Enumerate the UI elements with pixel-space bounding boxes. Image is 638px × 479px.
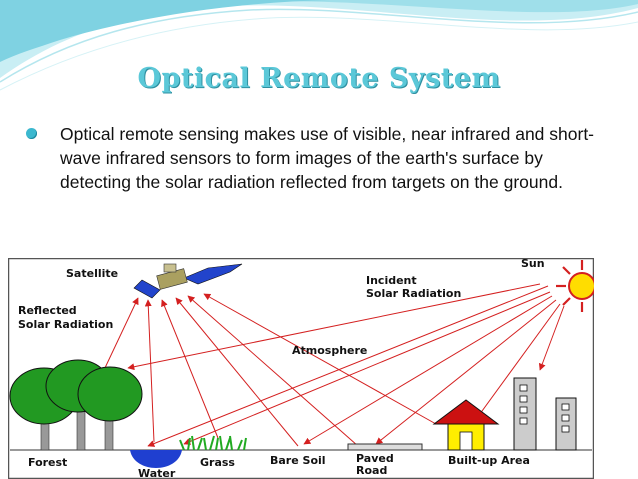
label-sun: Sun [521, 258, 545, 270]
bullet-marker-icon [26, 128, 37, 139]
reflected-rays [103, 293, 437, 447]
bullet-text: Optical remote sensing makes use of visi… [60, 124, 595, 192]
label-satellite: Satellite [66, 267, 118, 280]
sun-icon [556, 260, 594, 312]
remote-sensing-diagram: Satellite Sun Incident Solar Radiation R… [8, 258, 594, 479]
header-wave-decoration [0, 0, 638, 91]
label-forest: Forest [28, 456, 67, 469]
label-incident-solar-radiation: Solar Radiation [366, 287, 461, 300]
label-built-up-area: Built-up Area [448, 454, 530, 467]
label-paved: Paved [356, 452, 394, 465]
label-incident: Incident [366, 274, 417, 287]
label-reflected-solar-radiation: Solar Radiation [18, 318, 113, 331]
short-building-icon [555, 397, 577, 451]
water-icon [130, 450, 182, 468]
grass-icon [179, 435, 247, 451]
paved-road-icon [347, 443, 423, 451]
label-bare-soil: Bare Soil [270, 454, 326, 467]
forest-icon [9, 359, 143, 451]
slide-title: Optical Remote System [137, 63, 501, 94]
house-icon [432, 399, 500, 451]
label-atmosphere: Atmosphere [292, 344, 367, 357]
satellite-icon [133, 263, 243, 299]
label-road: Road [356, 464, 387, 477]
label-reflected: Reflected [18, 304, 77, 317]
label-grass: Grass [200, 456, 235, 469]
tall-building-icon [513, 377, 537, 451]
label-water: Water [138, 467, 176, 479]
bullet-item: Optical remote sensing makes use of visi… [24, 122, 604, 194]
